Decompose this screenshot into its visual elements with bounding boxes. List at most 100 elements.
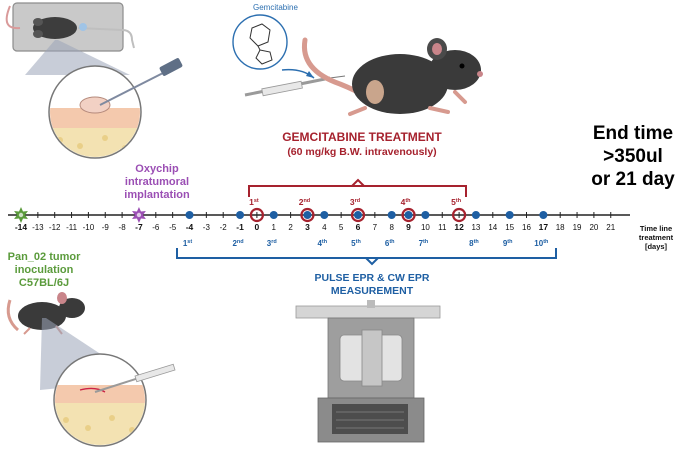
tick-label: 10 (421, 223, 430, 232)
star-marker-center (18, 212, 24, 218)
oxychip-line: Oxychip (135, 163, 179, 175)
epr-ordinal: 6th (385, 239, 395, 248)
tick-label: -7 (135, 222, 143, 232)
tick-label: -10 (83, 223, 95, 232)
oxychip-line: intratumoral (124, 176, 190, 188)
epr-measurement-dot (471, 211, 480, 219)
walking-mouse-icon (6, 292, 85, 335)
axis-line: [days] (644, 242, 668, 251)
tick-label: -6 (152, 223, 160, 232)
epr-line: PULSE EPR & CW EPR (314, 272, 430, 284)
tick-label: 0 (255, 222, 260, 232)
tissue-injection-icon (40, 318, 176, 447)
tick-label: -9 (102, 223, 110, 232)
tick-label: 4 (322, 223, 327, 232)
epr-ordinal: 1st (183, 239, 193, 248)
epr-measurement-label: PULSE EPR & CW EPR MEASUREMENT (282, 272, 462, 298)
star-marker-center (136, 212, 142, 218)
treatment-dose: (60 mg/kg B.W. intravenously) (287, 146, 437, 158)
tick-label: 9 (406, 222, 411, 232)
tick-label: 7 (373, 223, 378, 232)
tick-label: 17 (539, 222, 549, 232)
epr-ordinal: 9th (503, 239, 513, 248)
epr-measurement-dot (269, 211, 278, 219)
treatment-bracket (248, 178, 467, 197)
treatment-ordinal: 3rd (350, 197, 360, 207)
epr-measurement-dot (404, 211, 413, 219)
tick-label: -2 (220, 223, 228, 232)
treatment-title: GEMCITABINE TREATMENT (282, 130, 442, 144)
treatment-ring (249, 207, 264, 223)
oxychip-line: implantation (124, 189, 190, 201)
tick-label: 14 (488, 223, 497, 232)
treatment-ring (452, 207, 467, 223)
tick-label: 19 (573, 223, 582, 232)
epr-measurement-dot (505, 211, 514, 219)
tick-label: 15 (505, 223, 514, 232)
epr-ordinal: 8th (469, 239, 479, 248)
epr-spectrometer-icon (295, 300, 441, 443)
epr-measurement-dot (354, 211, 362, 219)
epr-ordinal: 2nd (232, 239, 243, 248)
tick-label: -13 (32, 223, 44, 232)
tick-label: -5 (169, 223, 177, 232)
treatment-ordinal: 2nd (299, 197, 310, 207)
end-time-line: or 21 day (591, 169, 675, 190)
tick-label: -3 (203, 223, 211, 232)
epr-bracket (176, 248, 557, 266)
epr-measurement-dot (236, 211, 245, 219)
tick-label: 16 (522, 223, 531, 232)
tick-label: -11 (66, 223, 78, 232)
tick-label: -8 (119, 223, 127, 232)
epr-line: MEASUREMENT (330, 285, 414, 297)
end-time-note: End time >350ul or 21 day (583, 122, 683, 191)
tick-label: 6 (356, 222, 361, 232)
tick-label: -4 (186, 222, 194, 232)
treatment-ordinal: 4th (401, 197, 412, 207)
tick-label: -14 (15, 222, 28, 232)
syringe-icon (244, 68, 346, 97)
tumor-line: Pan_02 tumor (7, 251, 81, 263)
axis-line: Time line (639, 224, 673, 233)
tick-label: 18 (556, 223, 565, 232)
end-time-line: End time (592, 123, 674, 144)
tick-label: 12 (454, 222, 464, 232)
epr-ordinal: 4th (317, 239, 327, 248)
running-mouse-icon (301, 37, 483, 116)
tumor-inoculation-label: Pan_02 tumor inoculation C57BL/6J (0, 251, 92, 290)
tick-label: 20 (589, 223, 598, 232)
axis-label: Time line treatment [days] (628, 224, 684, 251)
mouse-top-view-icon (5, 2, 135, 52)
tumor-line: inoculation (14, 264, 74, 276)
epr-measurement-dot (421, 211, 430, 219)
tick-label: 13 (471, 223, 480, 232)
epr-measurement-dot (320, 211, 329, 219)
treatment-ring (401, 207, 416, 223)
epr-measurement-dot (387, 211, 396, 219)
epr-measurement-dot (303, 211, 312, 219)
tumor-line: C57BL/6J (18, 277, 70, 289)
treatment-ring (350, 207, 366, 223)
treatment-ordinal: 1st (249, 197, 259, 207)
epr-ordinal: 7th (419, 239, 429, 248)
tick-label: 5 (339, 223, 344, 232)
gemcitabine-label: Gemcitabine (253, 3, 298, 12)
epr-measurement-dot (539, 211, 548, 219)
tick-label: 2 (288, 223, 293, 232)
epr-ordinal: 10th (534, 239, 549, 248)
treatment-ordinal: 5th (451, 197, 462, 207)
tick-label: -12 (49, 223, 61, 232)
treatment-ring (300, 207, 315, 223)
tick-label: 11 (438, 223, 447, 232)
tick-label: 8 (389, 223, 394, 232)
axis-line: treatment (638, 233, 674, 242)
molecule-icon (232, 14, 288, 70)
tissue-injection-icon (25, 40, 183, 159)
oxychip-label: Oxychip intratumoral implantation (117, 163, 197, 202)
tick-label: 1 (272, 223, 277, 232)
epr-ordinal: 3rd (267, 239, 277, 248)
tick-label: 3 (305, 222, 310, 232)
end-time-line: >350ul (603, 146, 663, 167)
